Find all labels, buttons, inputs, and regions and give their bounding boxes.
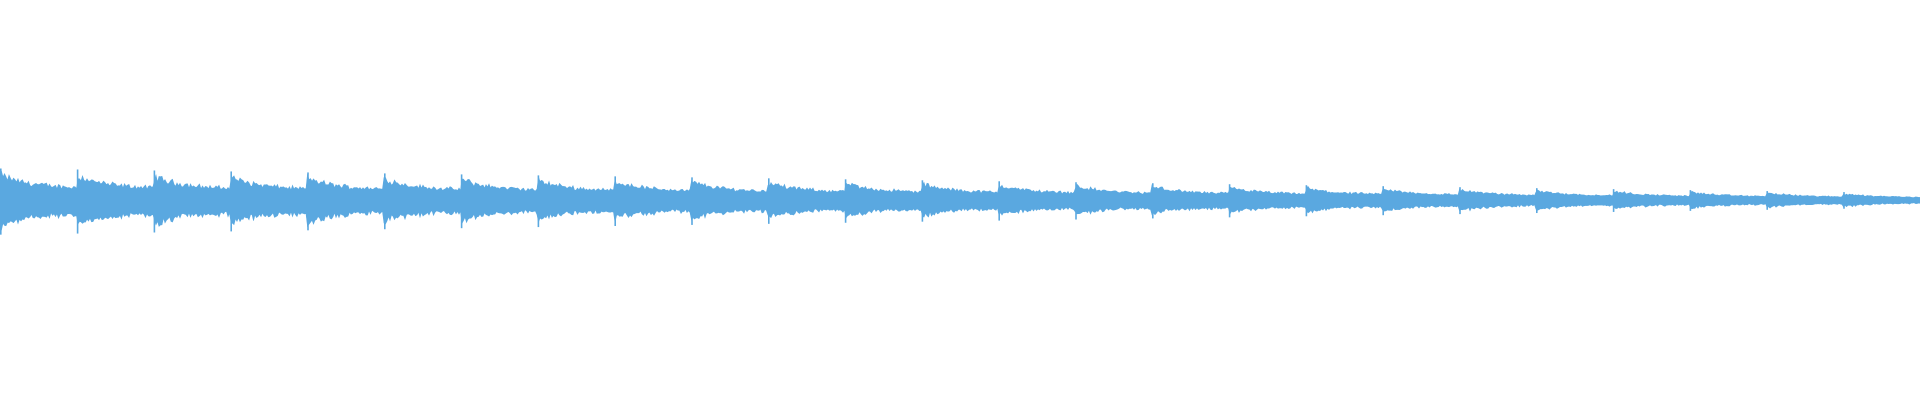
waveform-onset bbox=[1228, 184, 1231, 218]
waveform-onset bbox=[921, 180, 924, 222]
waveform-shape bbox=[0, 170, 1920, 231]
waveform-onset bbox=[76, 169, 79, 234]
waveform-onset bbox=[1382, 186, 1384, 216]
waveform-onset bbox=[768, 178, 770, 224]
waveform-onset bbox=[1152, 183, 1154, 219]
waveform-onset bbox=[307, 172, 309, 231]
waveform-onset bbox=[384, 173, 386, 230]
waveform-onset bbox=[998, 181, 1000, 221]
waveform-onset bbox=[537, 175, 540, 228]
waveform-onset bbox=[1305, 185, 1308, 217]
waveform-onset bbox=[1536, 188, 1538, 214]
waveform-onset bbox=[844, 179, 847, 223]
waveform-onset bbox=[1075, 182, 1077, 220]
waveform-onset bbox=[0, 168, 2, 235]
waveform-onset bbox=[614, 176, 616, 226]
waveform-onset bbox=[153, 170, 156, 233]
waveform-onset bbox=[1766, 191, 1768, 210]
waveform-onset bbox=[1459, 187, 1461, 215]
waveform-onset bbox=[1612, 189, 1615, 212]
waveform-onset bbox=[691, 177, 693, 225]
waveform-bars bbox=[0, 168, 1920, 235]
waveform-onset bbox=[230, 171, 232, 232]
waveform-onset bbox=[1689, 190, 1692, 211]
waveform-onset bbox=[1843, 192, 1845, 209]
waveform-onset bbox=[460, 174, 463, 229]
